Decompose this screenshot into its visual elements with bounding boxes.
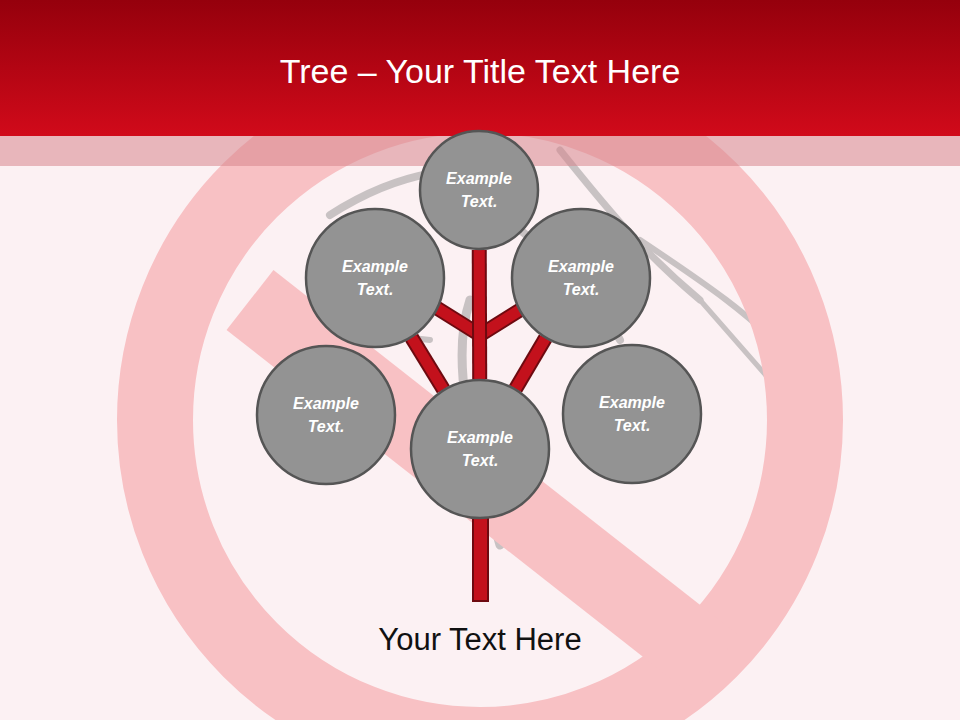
branch-outline [472, 250, 487, 379]
example-circle: Example Text. [305, 208, 445, 348]
example-circle: Example Text. [419, 130, 539, 250]
node-label: Example Text. [587, 391, 677, 437]
example-circle: Example Text. [511, 208, 651, 348]
example-circle: Example Text. [410, 379, 550, 519]
tree-branch [412, 338, 444, 390]
circle-outline [562, 344, 702, 484]
tree-branch [516, 338, 546, 388]
circle-outline [305, 208, 445, 348]
node-label: Example Text. [434, 167, 524, 213]
node-label: Example Text. [281, 392, 371, 438]
node-label: Example Text. [330, 255, 420, 301]
title-bar [0, 0, 960, 136]
branch-outline [516, 338, 546, 388]
branch-group [412, 338, 444, 390]
example-circle: Example Text. [256, 345, 396, 485]
circle-outline [419, 130, 539, 250]
branch-group [516, 338, 546, 388]
node-label: Example Text. [536, 255, 626, 301]
slide-caption: Your Text Here [0, 622, 960, 658]
node-label: Example Text. [435, 426, 525, 472]
example-circle: Example Text. [562, 344, 702, 484]
branch-outline [412, 338, 444, 390]
circle-outline [511, 208, 651, 348]
slide-title: Tree – Your Title Text Here [0, 52, 960, 91]
circle-outline [410, 379, 550, 519]
tree-branch [474, 250, 485, 379]
circle-outline [256, 345, 396, 485]
branch-group [479, 250, 480, 379]
